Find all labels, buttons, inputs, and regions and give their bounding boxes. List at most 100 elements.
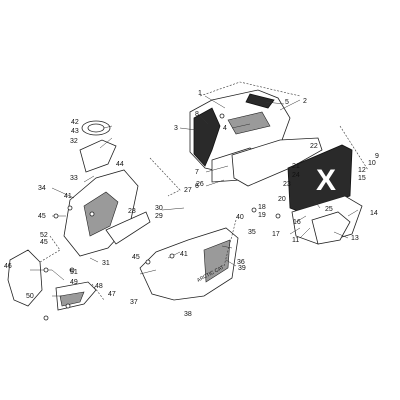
fastener-icon	[67, 205, 73, 211]
hood-vent	[227, 111, 271, 135]
part-number-label: 27	[184, 187, 192, 194]
part-number-label: 28	[128, 208, 136, 215]
part-number-label: 21	[292, 163, 300, 170]
left-console-group	[63, 120, 151, 257]
part-number-label: 44	[116, 161, 124, 168]
part-number-label: 49	[70, 279, 78, 286]
leader-line	[51, 269, 65, 281]
leader-line	[231, 123, 251, 129]
belly-pan-part	[139, 227, 239, 301]
fastener-icon	[251, 207, 257, 213]
fastener-icon	[169, 253, 175, 259]
side-panel-graphic	[287, 144, 353, 213]
part-number-label: 45	[40, 239, 48, 246]
bracket-lines	[39, 81, 369, 301]
fastener-icon	[275, 213, 281, 219]
hood-stripe	[245, 93, 275, 109]
part-number-label: 52	[40, 232, 48, 239]
fastener-icon	[89, 211, 95, 217]
part-number-label: 48	[95, 283, 103, 290]
leader-line	[161, 207, 185, 211]
fastener-icon	[65, 303, 71, 309]
leader-line	[179, 127, 197, 131]
leader-line	[199, 115, 209, 125]
part-number-label: 14	[370, 210, 378, 217]
part-number-label: 41	[64, 193, 72, 200]
part-number-label: 26	[196, 181, 204, 188]
leader-line	[205, 165, 229, 173]
part-number-label: 4	[223, 125, 227, 132]
part-number-label: 10	[368, 160, 376, 167]
part-number-label: 36	[237, 259, 245, 266]
side-panel-lower-trim	[311, 211, 351, 245]
front-nose-group	[7, 249, 97, 311]
part-number-label: 2	[303, 98, 307, 105]
fastener-icon	[43, 315, 49, 321]
fastener-icon	[219, 113, 225, 119]
part-number-label: 23	[283, 181, 291, 188]
windshield-part	[231, 137, 323, 187]
leader-line	[299, 227, 311, 239]
leader-line	[89, 257, 99, 263]
hardware-group	[43, 113, 281, 321]
leader-line	[295, 215, 307, 223]
leader-line	[279, 99, 301, 111]
leader-line	[51, 187, 75, 199]
part-number-label: 1	[198, 90, 202, 97]
fastener-icon	[53, 213, 59, 219]
nose-skid-lower	[59, 291, 85, 307]
belly-pan-group: ARCTIC CAT	[139, 227, 239, 301]
part-number-label: 13	[351, 235, 359, 242]
part-number-label: 9	[375, 153, 379, 160]
leader-line	[313, 199, 321, 209]
part-number-label: 29	[155, 213, 163, 220]
part-number-label: 8	[195, 111, 199, 118]
part-number-label: 42	[71, 119, 79, 126]
gauge-ring-inner	[87, 123, 105, 133]
part-number-label: 50	[26, 293, 34, 300]
leader-line	[265, 101, 285, 105]
leader-line	[139, 269, 157, 275]
part-number-label: 47	[108, 291, 116, 298]
leader-line	[205, 179, 225, 187]
part-number-label: 24	[292, 172, 300, 179]
part-number-label: 45	[38, 213, 46, 220]
part-number-label: 25	[325, 206, 333, 213]
part-number-label: 51	[70, 269, 78, 276]
leader-line	[347, 209, 359, 217]
part-number-label: 41	[180, 251, 188, 258]
part-number-label: 17	[272, 231, 280, 238]
logo-text: X	[316, 164, 336, 197]
part-number-label: 15	[358, 175, 366, 182]
part-number-label: 18	[258, 204, 266, 211]
console-vent	[105, 211, 151, 245]
part-number-label: 38	[184, 311, 192, 318]
part-number-label: 33	[70, 175, 78, 182]
part-number-label: 43	[71, 128, 79, 135]
leader-line	[99, 137, 113, 149]
leader-line	[103, 125, 113, 129]
leader-line	[289, 227, 301, 235]
part-number-label: 35	[248, 229, 256, 236]
leader-line	[204, 95, 226, 109]
leader-line	[225, 259, 237, 267]
part-number-label: 16	[293, 219, 301, 226]
part-number-label: 37	[130, 299, 138, 306]
part-number-label: 20	[278, 196, 286, 203]
leader-line	[221, 245, 233, 249]
nose-shroud	[7, 249, 43, 307]
console-inner	[83, 191, 119, 237]
part-number-label: 6	[195, 183, 199, 190]
part-number-label: 40	[236, 214, 244, 221]
part-number-label: 7	[195, 169, 199, 176]
part-number-label: 22	[310, 143, 318, 150]
bracket-line	[223, 219, 237, 267]
leader-line	[333, 231, 349, 239]
part-number-label: 30	[155, 205, 163, 212]
part-number-label: 19	[258, 212, 266, 219]
fastener-icon	[145, 259, 151, 265]
bracket-line	[339, 125, 369, 171]
part-number-label: 34	[38, 185, 46, 192]
leader-line	[83, 175, 95, 183]
